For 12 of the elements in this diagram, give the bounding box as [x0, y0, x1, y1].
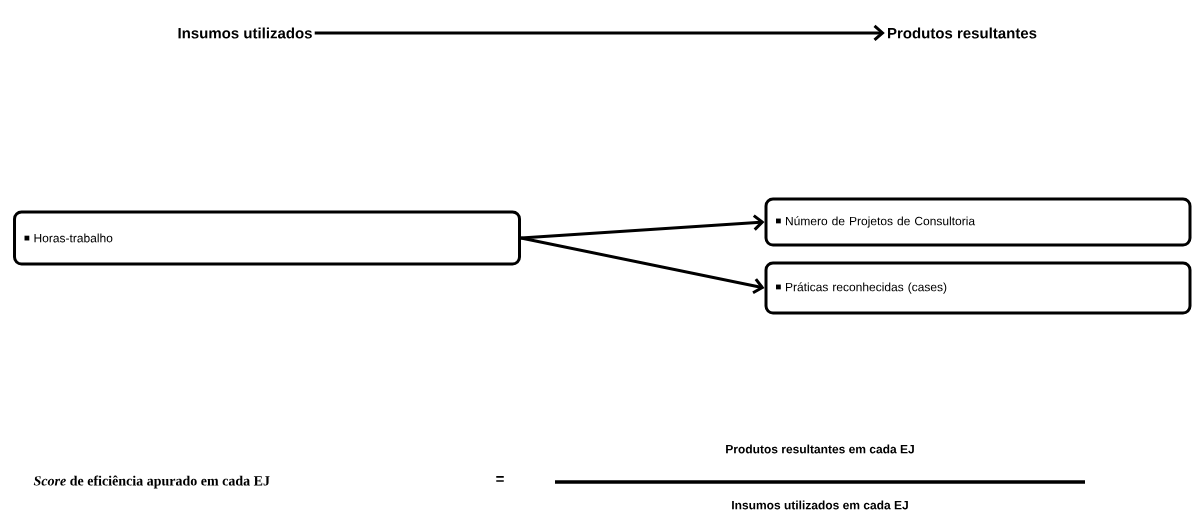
- arrow: [520, 236, 765, 295]
- bullet-box: Práticas reconhecidas (cases): [764, 261, 1192, 315]
- formula-label: Score de eficiência apurado em cada EJ: [33, 475, 270, 489]
- arrow: [520, 214, 765, 240]
- denominator: Insumos utilizados em cada EJ: [732, 500, 908, 510]
- numerator: Produtos resultantes em cada EJ: [726, 444, 914, 454]
- bullet-box: Número de Projetos de Consultoria: [764, 197, 1192, 247]
- heading: Insumos utilizados: [178, 27, 312, 39]
- equals-sign: =: [496, 476, 504, 482]
- heading: Produtos resultantes: [888, 27, 1037, 39]
- bullet-box: Horas-trabalho: [13, 210, 521, 266]
- arrow: [314, 24, 885, 42]
